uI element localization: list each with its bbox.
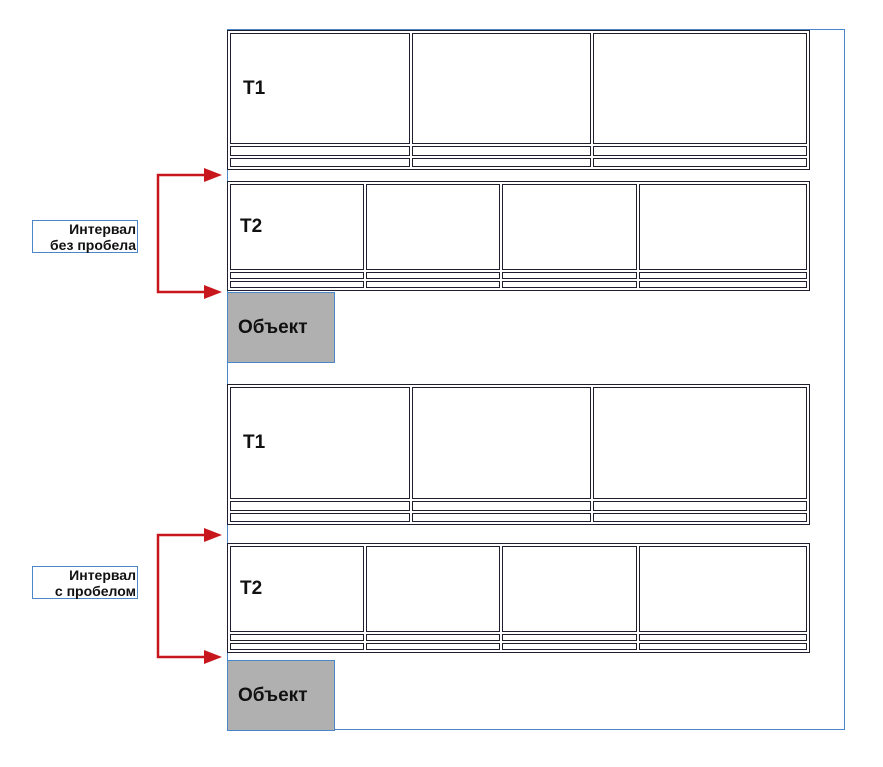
table-cell xyxy=(412,33,591,145)
table-cell xyxy=(502,280,637,288)
table-cell: T2 xyxy=(230,184,364,270)
table-cell xyxy=(502,546,637,632)
table-t2: T2 xyxy=(227,181,810,291)
arrowhead-bottom-2 xyxy=(204,650,222,664)
table-label: T1 xyxy=(243,432,266,454)
table-cell xyxy=(366,184,500,270)
note-line: Интервал xyxy=(69,221,136,237)
table-cell xyxy=(366,280,500,288)
table-cell xyxy=(639,280,807,288)
arrowhead-top-1 xyxy=(204,168,222,182)
table-cell xyxy=(412,157,591,167)
table-t1: T1 xyxy=(227,384,810,525)
table-cell xyxy=(593,512,807,522)
object-label: Объект xyxy=(238,684,308,706)
table-cell xyxy=(230,280,364,288)
bracket-arrow-2 xyxy=(156,533,218,659)
table-cell xyxy=(230,271,364,279)
table-label: T2 xyxy=(240,577,263,599)
table-cell xyxy=(366,642,500,650)
table-cell xyxy=(230,633,364,641)
note-line: Интервал xyxy=(69,567,136,583)
table-cell xyxy=(412,512,591,522)
note-line: с пробелом xyxy=(54,583,136,599)
table-cell xyxy=(230,501,410,511)
table-t2: T2 xyxy=(227,543,810,653)
object-block: Объект xyxy=(227,292,335,363)
table-cell xyxy=(366,633,500,641)
table-cell: T2 xyxy=(230,546,364,632)
table-cell xyxy=(412,146,591,156)
table-cell xyxy=(639,184,807,270)
table-cell xyxy=(639,271,807,279)
bracket-arrow-1 xyxy=(156,173,218,294)
table-cell xyxy=(593,157,807,167)
table-cell xyxy=(593,33,807,145)
table-cell xyxy=(639,642,807,650)
object-block: Объект xyxy=(227,660,335,731)
page-frame xyxy=(227,29,845,730)
table-cell xyxy=(502,184,637,270)
table-label: T1 xyxy=(243,77,266,99)
table-cell xyxy=(412,501,591,511)
table-label: T2 xyxy=(240,215,263,237)
table-t1: T1 xyxy=(227,30,810,170)
table-cell xyxy=(593,501,807,511)
note-line: без пробела xyxy=(50,237,136,253)
table-cell xyxy=(593,387,807,500)
table-cell xyxy=(593,146,807,156)
object-label: Объект xyxy=(238,316,308,338)
table-cell xyxy=(502,642,637,650)
table-cell xyxy=(230,642,364,650)
interval-note: Интервал с пробелом xyxy=(32,566,138,599)
interval-note: Интервал без пробела xyxy=(32,220,138,253)
table-cell xyxy=(639,633,807,641)
table-cell xyxy=(502,271,637,279)
table-cell: T1 xyxy=(230,33,410,145)
table-cell xyxy=(230,157,410,167)
table-cell xyxy=(366,546,500,632)
arrowhead-top-2 xyxy=(204,528,222,542)
table-cell xyxy=(412,387,591,500)
table-cell xyxy=(230,146,410,156)
table-cell: T1 xyxy=(230,387,410,500)
table-cell xyxy=(502,633,637,641)
table-cell xyxy=(230,512,410,522)
table-cell xyxy=(366,271,500,279)
arrowhead-bottom-1 xyxy=(204,285,222,299)
table-cell xyxy=(639,546,807,632)
